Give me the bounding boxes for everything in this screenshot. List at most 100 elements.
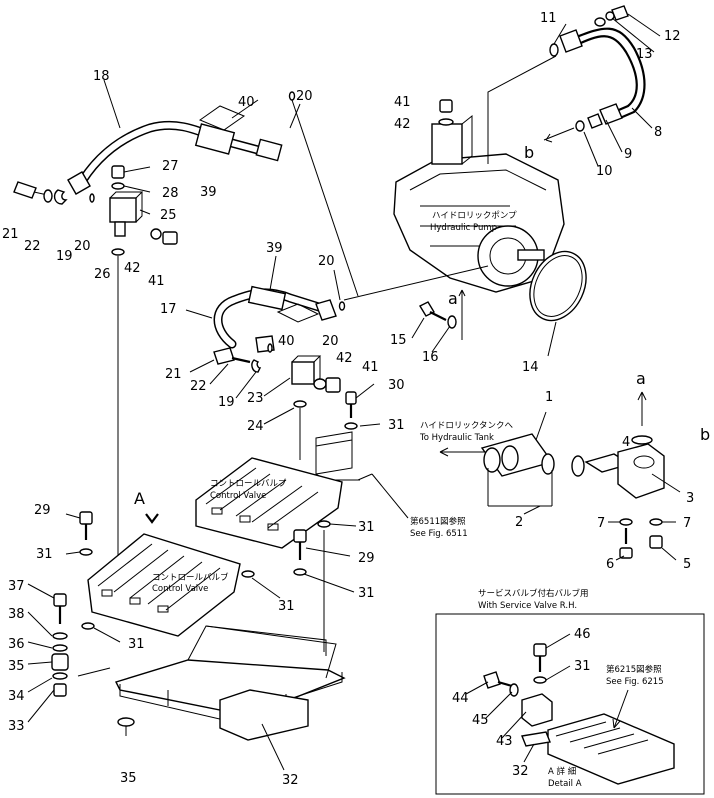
part-number: 42 <box>124 261 141 276</box>
part-number: 45 <box>472 713 489 728</box>
part-number: 20 <box>322 334 339 349</box>
ref-6215-jp: 第6215図参照 <box>606 664 662 675</box>
tank-label-en: To Hydraulic Tank <box>419 433 494 443</box>
part-number: 21 <box>165 367 182 382</box>
mount-stack <box>51 593 111 697</box>
ref-6511-jp: 第6511図参照 <box>410 516 466 527</box>
control-valve-lower-en: Control Valve <box>152 584 208 594</box>
detail-a-en: Detail A <box>548 779 582 789</box>
part-number: 21 <box>2 227 19 242</box>
part-number: 44 <box>452 691 469 706</box>
detail-a-jp: A 詳 細 <box>548 766 576 777</box>
part-number: 41 <box>394 95 411 110</box>
part-number: 17 <box>160 302 177 317</box>
annotation-labels: ハイドロリックポンプ Hydraulic Pump ハイドロリックタンクへ To… <box>134 143 710 789</box>
part-number: 24 <box>247 419 264 434</box>
bolt-15 <box>419 289 466 340</box>
part-number-labels: 1 2 3 4 5 6 7 7 8 9 10 11 12 13 14 15 16… <box>2 11 694 788</box>
part-number: 1 <box>545 390 553 405</box>
part-number: 20 <box>318 254 335 269</box>
part-number: 2 <box>515 515 523 530</box>
part-number: 16 <box>422 350 439 365</box>
ref-6511-en: See Fig. 6511 <box>410 529 468 539</box>
control-valve-upper-en: Control Valve <box>210 491 266 501</box>
connection-a-right: a <box>636 369 646 388</box>
service-valve-jp: サービスバルブ付右バルブ用 <box>478 588 589 599</box>
part-number: 25 <box>160 208 177 223</box>
part-number: 15 <box>390 333 407 348</box>
hose-17 <box>213 91 489 353</box>
part-number: 30 <box>388 378 405 393</box>
view-a-marker: A <box>134 489 145 508</box>
hydraulic-pump <box>393 55 587 322</box>
part-number: 23 <box>247 391 264 406</box>
part-number: 35 <box>120 771 137 786</box>
part-number: 22 <box>24 239 41 254</box>
pump-label-jp: ハイドロリックポンプ <box>432 211 517 221</box>
part-number: 5 <box>683 557 691 572</box>
part-number: 31 <box>574 659 591 674</box>
part-number: 31 <box>388 418 405 433</box>
pump-label-en: Hydraulic Pump <box>430 223 497 233</box>
view-arrow <box>145 513 159 524</box>
part-number: 18 <box>93 69 110 84</box>
connection-b-right: b <box>700 425 710 444</box>
part-number: 31 <box>358 520 375 535</box>
part-number: 20 <box>74 239 91 254</box>
part-number: 29 <box>358 551 375 566</box>
connection-b-pump: b <box>524 143 534 162</box>
control-valve-upper <box>195 457 343 549</box>
part-number: 43 <box>496 734 513 749</box>
part-number: 7 <box>597 516 605 531</box>
valve-bolts <box>79 511 331 652</box>
part-number: 32 <box>282 773 299 788</box>
part-number: 36 <box>8 637 25 652</box>
part-number: 14 <box>522 360 539 375</box>
part-number: 28 <box>162 186 179 201</box>
part-number: 34 <box>8 689 25 704</box>
control-valve-upper-jp: コントロールバルブ <box>210 478 287 489</box>
part-number: 33 <box>8 719 25 734</box>
control-valve-lower <box>87 533 241 637</box>
part-number: 20 <box>296 89 313 104</box>
part-number: 42 <box>336 351 353 366</box>
part-number: 39 <box>200 185 217 200</box>
part-number: 10 <box>596 164 613 179</box>
part-number: 32 <box>512 764 529 779</box>
part-number: 9 <box>624 147 632 162</box>
part-number: 19 <box>56 249 73 264</box>
part-number: 3 <box>686 491 694 506</box>
part-number: 26 <box>94 267 111 282</box>
part-number: 31 <box>278 599 295 614</box>
hose-18 <box>67 105 283 195</box>
part-number: 46 <box>574 627 591 642</box>
part-number: 13 <box>636 47 653 62</box>
part-number: 35 <box>8 659 25 674</box>
part-number: 37 <box>8 579 25 594</box>
part-number: 4 <box>622 435 630 450</box>
part-number: 40 <box>278 334 295 349</box>
part-number: 8 <box>654 125 662 140</box>
frame-32 <box>115 625 346 741</box>
part-number: 41 <box>148 274 165 289</box>
part-number: 11 <box>540 11 557 26</box>
part-number: 12 <box>664 29 681 44</box>
pipe-8 <box>543 5 646 143</box>
detail-a-box <box>435 613 705 795</box>
ref-6215-en: See Fig. 6215 <box>606 677 664 687</box>
part-number: 38 <box>8 607 25 622</box>
part-number: 27 <box>162 159 179 174</box>
part-number: 6 <box>606 557 614 572</box>
part-number: 42 <box>394 117 411 132</box>
part-number: 19 <box>218 395 235 410</box>
service-valve-en: With Service Valve R.H. <box>478 601 577 611</box>
part-number: 41 <box>362 360 379 375</box>
part-number: 40 <box>238 95 255 110</box>
connection-a-pump: a <box>448 289 458 308</box>
part-number: 39 <box>266 241 283 256</box>
part-number: 29 <box>34 503 51 518</box>
block-25 <box>13 165 178 580</box>
part-number: 31 <box>358 586 375 601</box>
block-23 <box>213 343 358 460</box>
